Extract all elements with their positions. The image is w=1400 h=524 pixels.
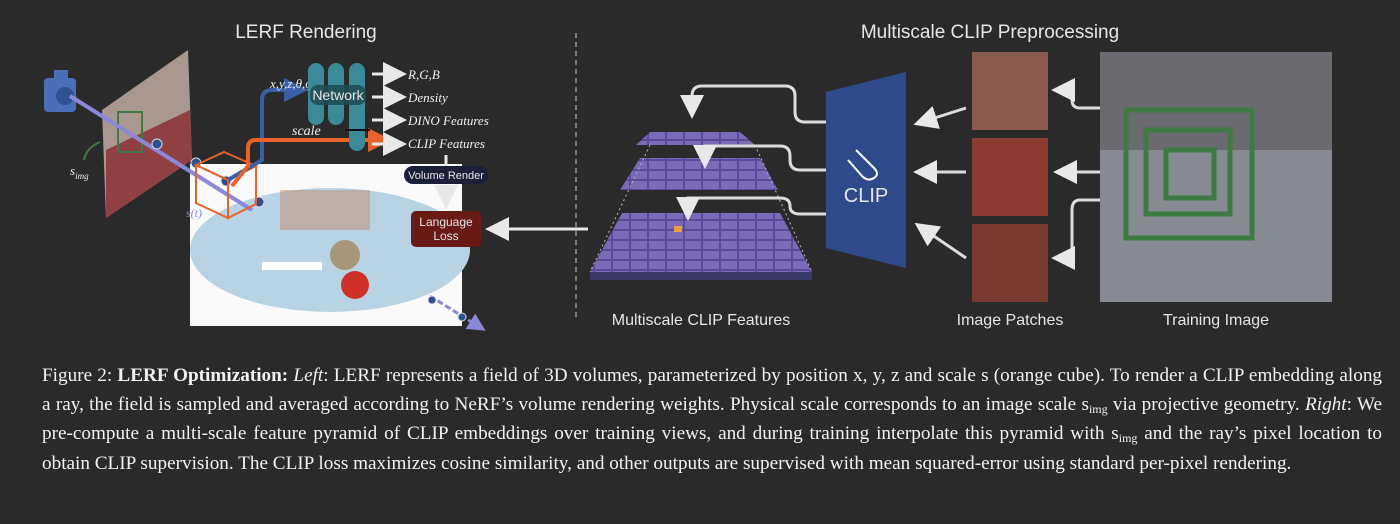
output-density: Density	[407, 90, 448, 105]
training-image-label: Training Image	[1163, 312, 1269, 329]
caption-text-4: and the ray’s pixel location to obtain C…	[42, 423, 1382, 474]
caption-sub-2: img	[1118, 431, 1138, 446]
caption-right-label: Right	[1305, 394, 1347, 416]
caption-text-2: via projective geometry.	[1107, 394, 1306, 416]
ray	[68, 94, 254, 212]
network-label: Network	[312, 87, 364, 103]
output-clip: CLIP Features	[408, 136, 485, 151]
caption-sub-1: img	[1088, 402, 1108, 417]
output-rgb: R,G,B	[407, 67, 440, 82]
s-t-label: s(t)	[186, 206, 202, 220]
scale-label: scale	[292, 124, 321, 139]
camera-icon	[44, 70, 76, 112]
image-patch-1	[972, 52, 1048, 130]
volume-render-label: Volume Render	[408, 170, 484, 182]
caption-title: LERF Optimization:	[117, 365, 289, 386]
caption-text-3: : We pre-compute a multi-scale feature p…	[42, 394, 1382, 445]
multiscale-features-label: Multiscale CLIP Features	[612, 312, 790, 329]
clip-label: CLIP	[844, 185, 888, 207]
figure-caption: Figure 2: LERF Optimization: Left: LERF …	[42, 361, 1382, 478]
figure-diagram: LERF Rendering Multiscale CLIP Preproces…	[44, 22, 1332, 331]
network-block: Network	[308, 63, 370, 151]
output-dino: DINO Features	[407, 113, 489, 128]
volume-render-badge	[404, 166, 488, 184]
caption-text-1: : LERF represents a field of 3D volumes,…	[42, 365, 1383, 416]
left-title: LERF Rendering	[235, 22, 377, 43]
multiscale-feature-pyramid	[589, 132, 813, 280]
caption-prefix: Figure 2:	[42, 365, 118, 386]
paperclip-icon	[847, 149, 878, 181]
image-patch-3	[972, 224, 1048, 302]
input-label: x,y,z,θ,φ	[269, 76, 312, 91]
s-img-box	[117, 111, 143, 153]
network-outputs: R,G,B Density DINO Features CLIP Feature…	[372, 62, 489, 156]
s-img-label: simg	[70, 163, 89, 181]
image-patch-2	[972, 138, 1048, 216]
right-title: Multiscale CLIP Preprocessing	[861, 22, 1119, 43]
image-patches-label: Image Patches	[957, 312, 1064, 329]
caption-left-label: Left	[293, 365, 324, 386]
language-loss-label: Language Loss	[419, 215, 473, 243]
language-loss-box	[411, 211, 481, 247]
clip-encoder-block	[826, 72, 906, 268]
